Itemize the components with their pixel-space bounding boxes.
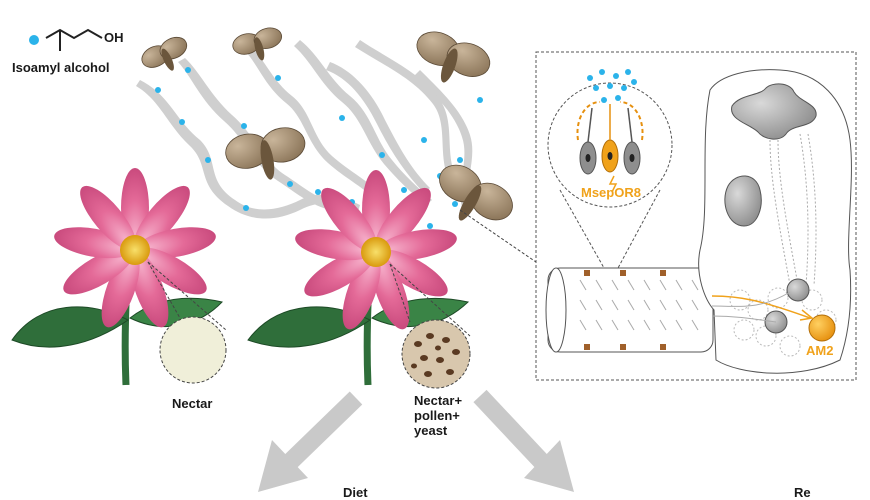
olfactory-inset-box bbox=[535, 51, 857, 381]
antenna-segment bbox=[545, 267, 714, 353]
lateral-horn bbox=[724, 175, 762, 227]
moth-icon-2 bbox=[232, 27, 283, 61]
oh-label: OH bbox=[104, 30, 124, 45]
moth-icon-3 bbox=[416, 31, 491, 83]
molecule-skeleton bbox=[45, 28, 103, 40]
nectar-mix-label-1: Nectar+ bbox=[414, 393, 463, 408]
moth-icon-1 bbox=[141, 36, 188, 71]
moth-icon-5 bbox=[439, 164, 513, 221]
isoamyl-alcohol-structure bbox=[29, 28, 103, 51]
flower-nectar-pollen-yeast bbox=[247, 170, 471, 389]
msepor8-label: MsepOR8 bbox=[581, 185, 641, 200]
am2-label: AM2 bbox=[806, 343, 834, 358]
leaf-left bbox=[247, 306, 371, 348]
flower-nectar bbox=[11, 168, 227, 386]
isoamyl-alcohol-label: Isoamyl alcohol bbox=[12, 60, 110, 75]
odor-molecule-icon bbox=[29, 35, 39, 45]
am2-glomerulus bbox=[808, 314, 836, 342]
bottom-left-label: Diet bbox=[343, 485, 368, 500]
arrow-to-left-outcome bbox=[258, 391, 363, 492]
nectar-mix-label-3: yeast bbox=[414, 423, 448, 438]
pollen-yeast-inset bbox=[401, 319, 471, 389]
bottom-right-label: Re bbox=[794, 485, 811, 500]
zoom-leader-line bbox=[459, 209, 537, 263]
leaf-left bbox=[11, 306, 129, 348]
arrow-to-right-outcome bbox=[473, 389, 574, 492]
nectar-droplet-inset bbox=[159, 316, 227, 384]
nectar-label: Nectar bbox=[172, 396, 213, 411]
glomerulus-1 bbox=[786, 278, 810, 302]
mushroom-body bbox=[731, 83, 817, 140]
pollen-grains bbox=[411, 333, 460, 377]
brain-outline bbox=[698, 69, 852, 374]
sensillum-zoom bbox=[547, 69, 673, 208]
moth-icon-4 bbox=[225, 127, 306, 180]
nectar-mix-label-2: pollen+ bbox=[414, 408, 460, 423]
